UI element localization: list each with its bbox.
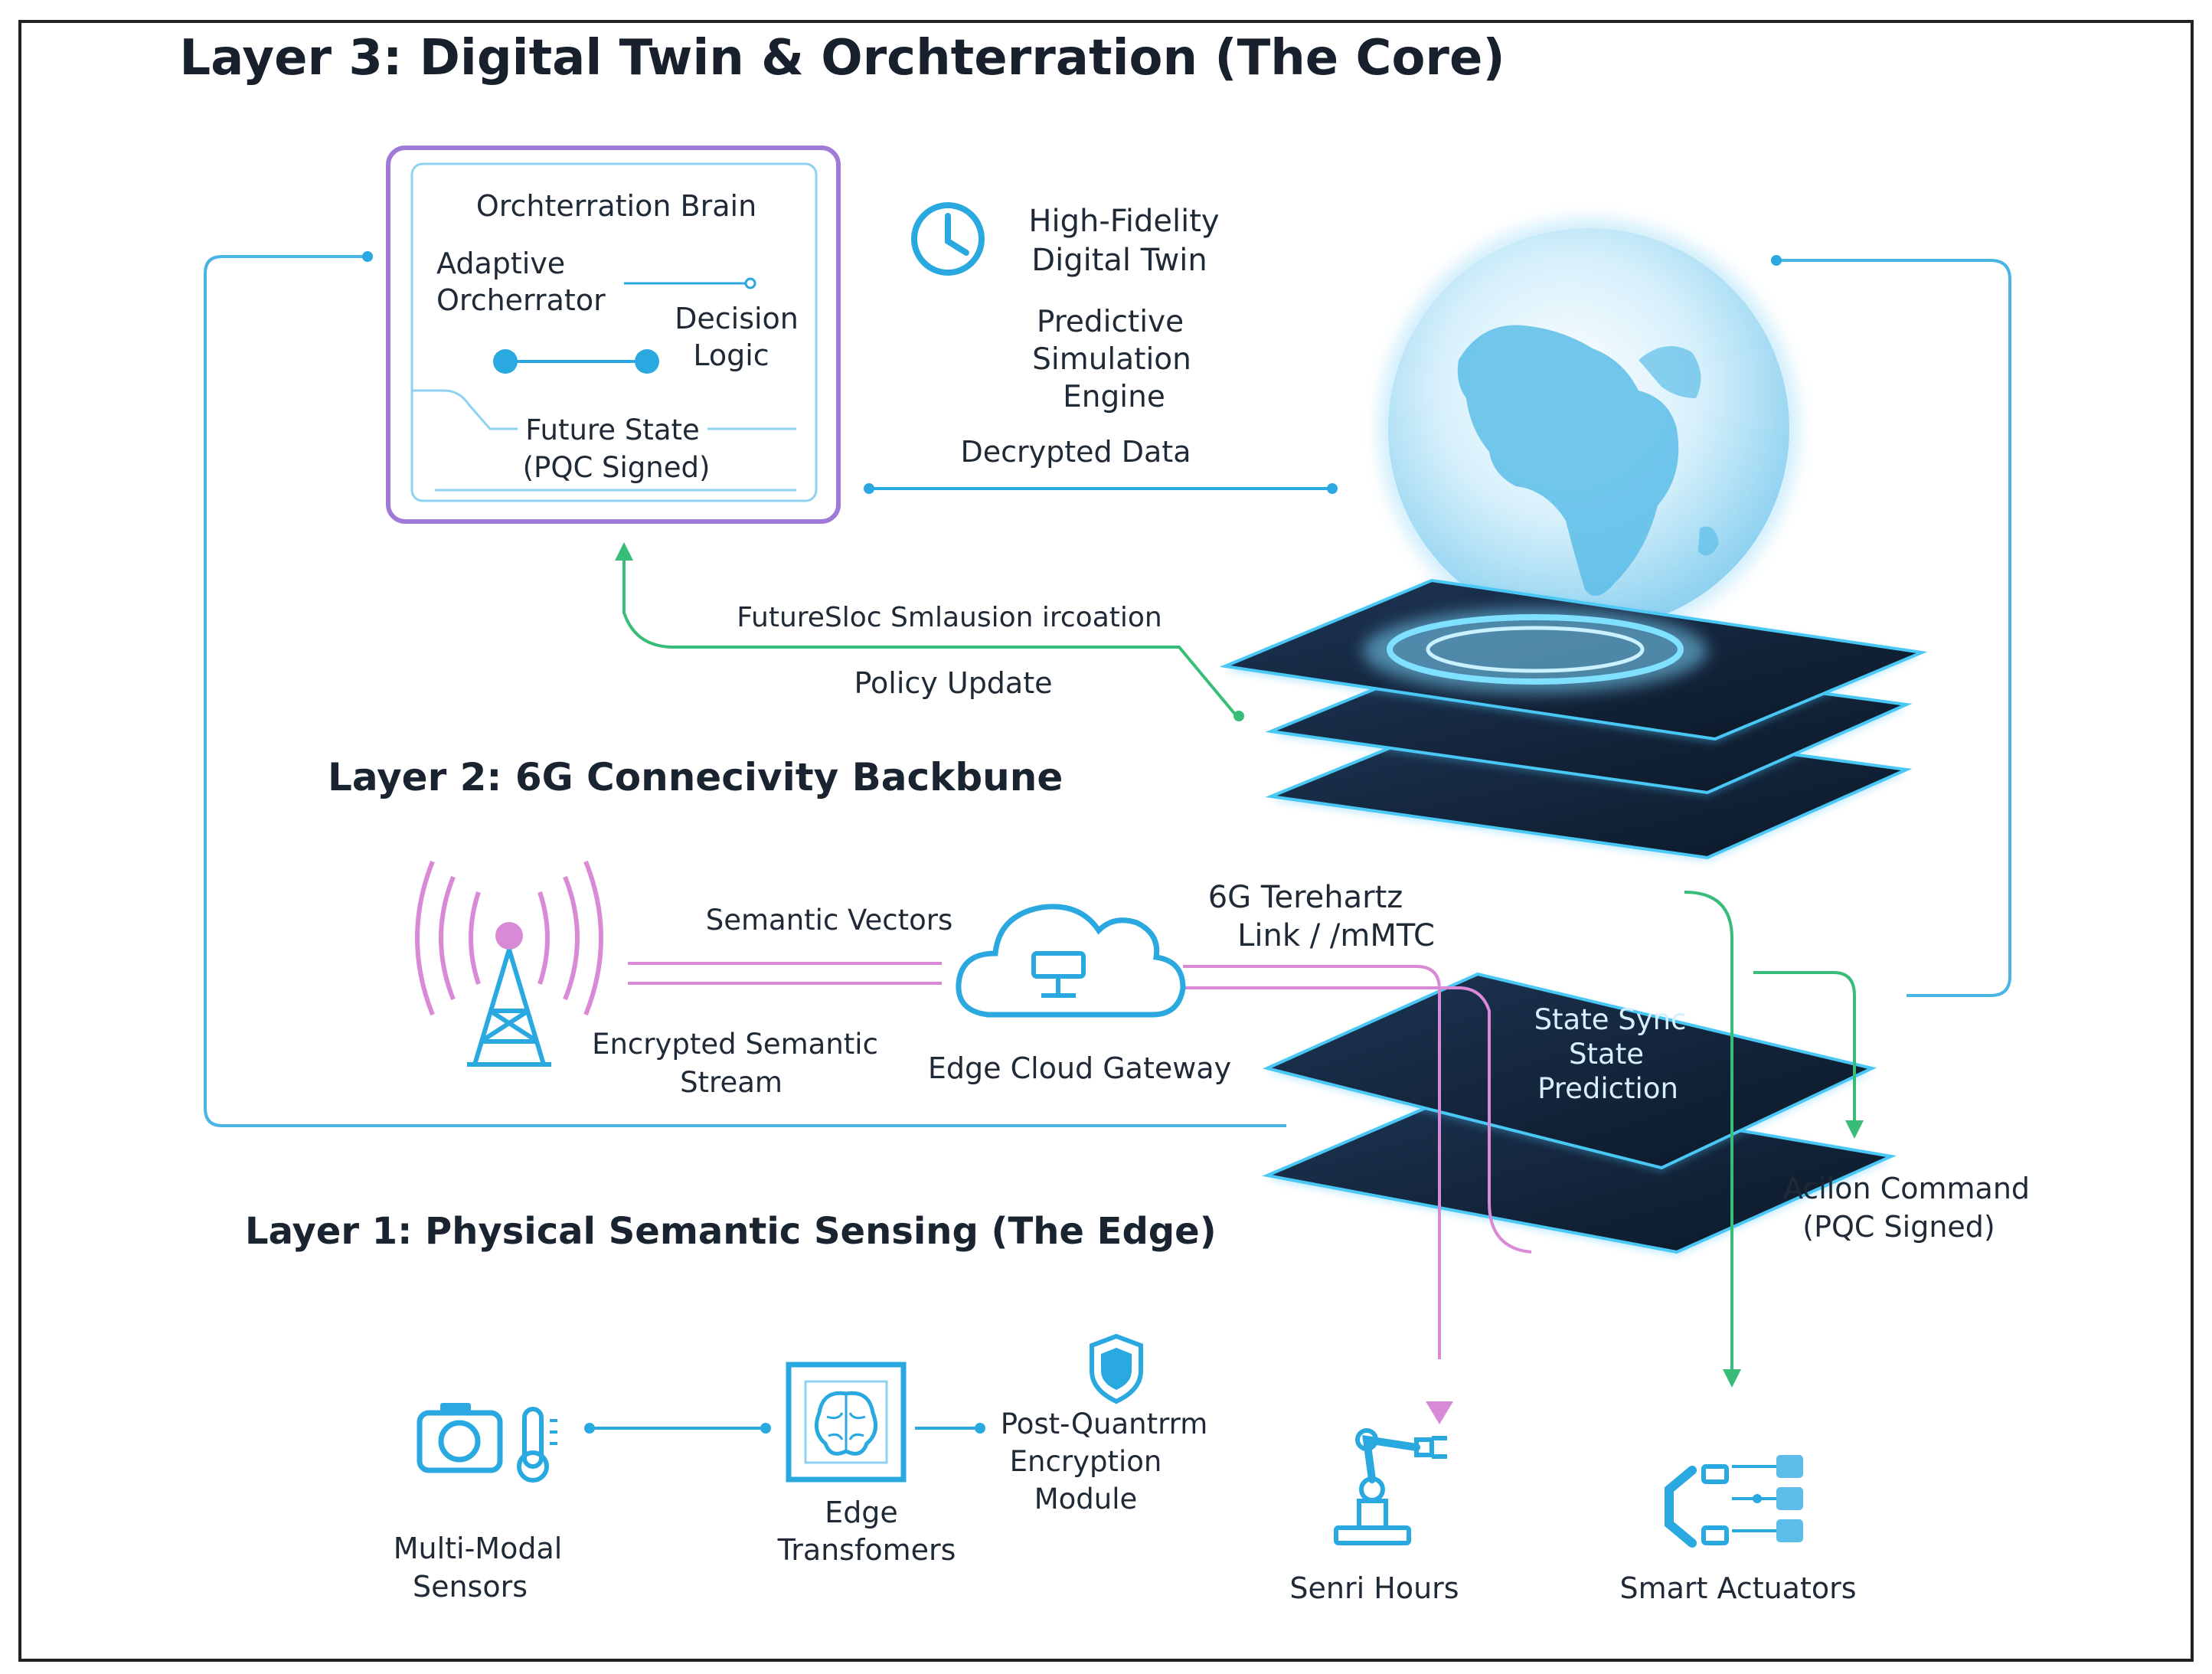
decrypted-node-left	[864, 483, 874, 494]
orchestration-circuit	[412, 389, 796, 430]
future-state-label-1: Future State	[518, 414, 707, 448]
policy-update-label: Policy Update	[854, 666, 1053, 700]
encryption-label-3: Module	[1034, 1483, 1138, 1515]
layer2-heading: Layer 2: 6G Connecivity Backbune	[328, 755, 1064, 799]
left-loop-node	[362, 251, 373, 262]
sensors-label-1: Multi-Modal	[393, 1532, 563, 1565]
right-loop-line	[1776, 259, 2011, 997]
state-sync-label-1: State Sync	[1534, 1003, 1687, 1036]
encrypted-stream-label-2: Stream	[680, 1066, 783, 1099]
diagram-title: Layer 3: Digital Twin & Orchterration (T…	[179, 30, 1505, 87]
sensor-link-node-left	[584, 1423, 595, 1434]
decision-node-left	[493, 349, 518, 374]
camera-icon	[417, 1403, 503, 1473]
cell-tower-icon	[415, 860, 603, 1067]
sensors-label-2: Sensors	[412, 1570, 528, 1604]
action-command-label-1: Acilon Command	[1782, 1172, 2031, 1205]
edge-cloud-label: Edge Cloud Gateway	[927, 1051, 1232, 1085]
actuator-icon	[1665, 1455, 1803, 1548]
transformers-label-2: Transfomers	[777, 1533, 956, 1567]
adaptive-link-node	[744, 277, 756, 289]
decrypted-data-label: Decrypted Data	[960, 435, 1191, 469]
engine-label-1: Predictive	[1036, 305, 1184, 339]
digital-twin-label-1: High-Fidelity	[1028, 204, 1220, 239]
outer-frame	[18, 20, 2194, 1662]
thermometer-icon	[517, 1407, 557, 1483]
sensor-link-node-right	[760, 1423, 771, 1434]
state-sync-label-3: Prediction	[1537, 1072, 1678, 1105]
adaptive-label-1: Adaptive	[436, 247, 566, 280]
orchestration-title: Orchterration Brain	[475, 189, 757, 223]
state-sync-label-2: State	[1569, 1038, 1644, 1071]
orchestration-inner	[410, 162, 818, 502]
edge-cloud-gateway-icon	[956, 904, 1186, 1018]
action-command-line	[1753, 971, 1864, 1139]
encryption-label-1: Post-Quantrrm	[1000, 1408, 1208, 1440]
senri-arrow-head	[1426, 1401, 1453, 1424]
policy-update-arrow	[615, 542, 1238, 718]
brain-chip-icon	[786, 1362, 907, 1483]
terahertz-label-1: 6G Terehartz	[1207, 880, 1403, 915]
decision-label-2: Logic	[693, 338, 769, 372]
decision-node-right	[635, 349, 659, 374]
future-state-label-2: (PQC Signed)	[522, 451, 711, 484]
engine-label-3: Engine	[1063, 380, 1165, 414]
senri-hours-label: Senri Hours	[1289, 1571, 1459, 1605]
state-sync-line	[1684, 891, 1741, 1388]
encryption-link-node	[975, 1423, 985, 1434]
clock-icon	[911, 202, 985, 276]
encryption-label-2: Encryption	[1009, 1445, 1162, 1478]
transformers-label-1: Edge	[825, 1496, 898, 1529]
encrypted-stream-label-1: Encrypted Semantic	[592, 1028, 878, 1061]
semantic-vectors-label: Semantic Vectors	[705, 904, 953, 937]
engine-label-2: Simulation	[1032, 342, 1191, 377]
layer1-heading: Layer 1: Physical Semantic Sensing (The …	[245, 1210, 1217, 1253]
adaptive-label-2: Orcherrator	[436, 283, 606, 317]
digital-twin-label-2: Digital Twin	[1031, 243, 1207, 278]
network-platform-stack	[1262, 972, 1897, 1256]
action-command-label-2: (PQC Signed)	[1802, 1210, 1995, 1244]
left-loop-line	[204, 255, 1286, 1127]
core-platform-stack	[1219, 578, 1928, 862]
right-loop-node	[1771, 255, 1782, 266]
smart-actuators-label: Smart Actuators	[1619, 1571, 1857, 1605]
globe-icon	[1378, 218, 1799, 639]
robot-arm-icon	[1334, 1428, 1447, 1545]
decision-label-1: Decision	[675, 302, 799, 335]
shield-icon	[1090, 1333, 1143, 1404]
decrypted-node-right	[1327, 483, 1338, 494]
policy-update-node	[1233, 711, 1244, 721]
terahertz-label-2: Link / /mMTC	[1237, 918, 1435, 953]
terahertz-pink-line-2	[1183, 986, 1532, 1254]
future-simulation-label: FutureSloc Smlausion ircoation	[737, 602, 1162, 633]
